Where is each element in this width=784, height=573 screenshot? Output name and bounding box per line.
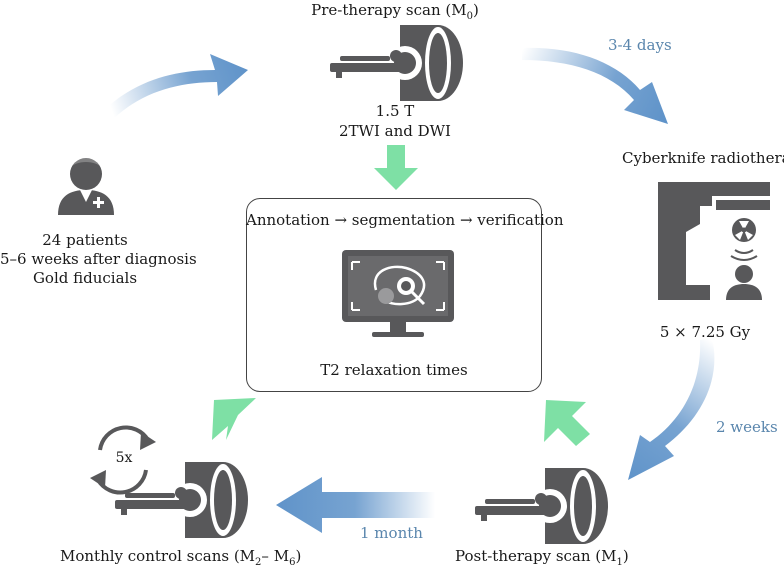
interval-post-to-monthly: 1 month xyxy=(360,524,423,542)
monitor-segmentation-icon xyxy=(342,250,454,337)
mri-scanner-icon-post xyxy=(475,468,608,544)
radiotherapy-title: Cyberknife radiotherapy xyxy=(622,149,784,167)
analysis-pipeline-label: Annotation → segmentation → verification xyxy=(246,211,564,229)
repeat-count-label: 5x xyxy=(115,450,133,466)
mri-scanner-icon-monthly xyxy=(115,462,248,538)
green-arrow-from-monthly xyxy=(212,398,256,440)
green-arrow-from-prescan xyxy=(374,145,418,190)
radiotherapy-dose: 5 × 7.25 Gy xyxy=(659,323,751,341)
cyberknife-icon xyxy=(658,182,770,300)
interval-rt-to-post: 2 weeks xyxy=(716,418,778,436)
interval-pre-to-rt: 3-4 days xyxy=(608,36,672,54)
arrow-prescan-to-radiotherapy xyxy=(522,47,668,124)
green-arrow-from-postscan xyxy=(544,400,590,446)
patients-count: 24 patients xyxy=(42,231,128,249)
arrow-patients-to-prescan xyxy=(102,54,248,122)
post-therapy-scan-title: Post-therapy scan (M1) xyxy=(455,547,629,568)
arrow-postscan-to-monthly xyxy=(276,477,435,533)
patients-fiducials: Gold fiducials xyxy=(32,269,138,287)
pre-therapy-sequences: 2TWI and DWI xyxy=(338,122,451,140)
arrow-radiotherapy-to-postscan xyxy=(628,338,715,480)
pre-therapy-scan-title: Pre-therapy scan (M0) xyxy=(311,1,479,22)
analysis-output-label: T2 relaxation times xyxy=(320,361,468,379)
analysis-box xyxy=(246,198,542,392)
repeat-cycle-icon xyxy=(90,425,156,495)
mri-scanner-icon-pre xyxy=(330,25,463,101)
pre-therapy-field-strength: 1.5 T xyxy=(375,102,415,120)
patients-timing: 5–6 weeks after diagnosis xyxy=(0,250,197,268)
monthly-control-scans-title: Monthly control scans (M2– M6) xyxy=(60,547,302,568)
patient-icon xyxy=(58,154,114,215)
